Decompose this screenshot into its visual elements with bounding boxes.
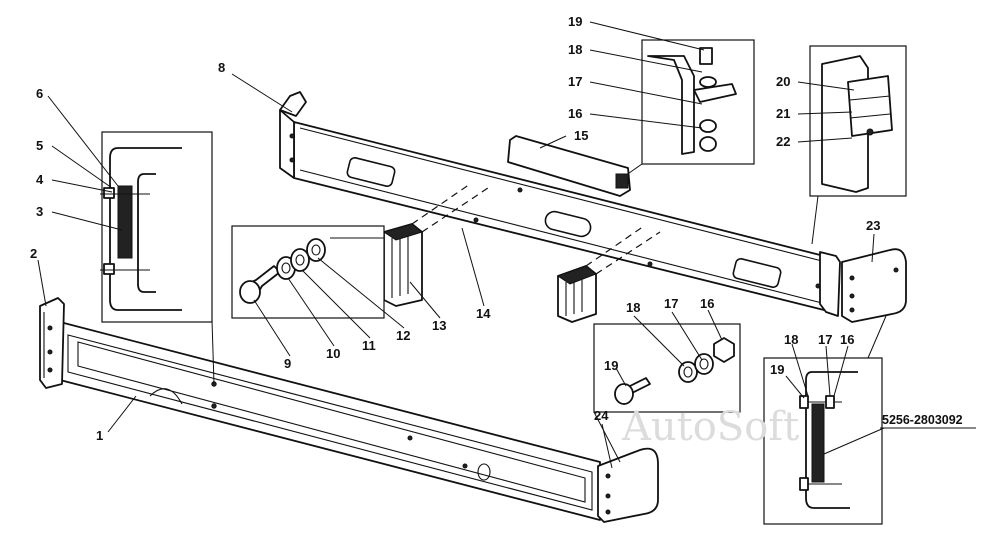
callout-18-right: 18 (784, 332, 798, 347)
leader-lines (37, 21, 976, 469)
inset-side-view-left (100, 131, 215, 385)
inset-fasteners-16-19 (593, 323, 741, 463)
callout-17: 17 (568, 74, 582, 89)
callout-5: 5 (36, 138, 43, 153)
watermark: AutoSoft (621, 404, 799, 450)
inset-bracket-20-22 (809, 45, 907, 245)
callout-17-mid: 17 (664, 296, 678, 311)
inset-top-bracket (621, 39, 755, 179)
callout-3: 3 (36, 204, 43, 219)
callout-6: 6 (36, 86, 43, 101)
part-13-rubber-pad (382, 223, 424, 307)
callout-13: 13 (432, 318, 446, 333)
callout-19: 19 (568, 14, 582, 29)
callout-16: 16 (568, 106, 582, 121)
callout-9: 9 (284, 356, 291, 371)
rubber-pad-right (556, 265, 597, 323)
part-8-rear-bumper-beam (279, 91, 841, 317)
part-24-right-corner (597, 447, 659, 523)
inset-side-view-right (763, 315, 887, 525)
callout-17-right: 17 (818, 332, 832, 347)
callout-8: 8 (218, 60, 225, 75)
callout-18: 18 (568, 42, 582, 57)
callout-19-right: 19 (770, 362, 784, 377)
part-1-front-bumper (47, 311, 601, 521)
callout-10: 10 (326, 346, 340, 361)
callout-4: 4 (36, 172, 44, 187)
callout-24: 24 (594, 408, 609, 423)
inset-fasteners-9-12 (231, 225, 385, 319)
part-code-label: 5256-2803092 (882, 413, 963, 427)
callout-18-mid: 18 (626, 300, 640, 315)
callout-22: 22 (776, 134, 790, 149)
callout-19-mid: 19 (604, 358, 618, 373)
part-15-mounting-plate (507, 135, 631, 197)
callout-12: 12 (396, 328, 410, 343)
callout-21: 21 (776, 106, 790, 121)
callout-15: 15 (574, 128, 588, 143)
callout-2: 2 (30, 246, 37, 261)
callout-20: 20 (776, 74, 790, 89)
callout-16-right: 16 (840, 332, 854, 347)
part-2-left-end-bracket (39, 297, 65, 389)
callout-11: 11 (362, 338, 376, 353)
callout-14: 14 (476, 306, 491, 321)
part-23-right-corner (841, 248, 907, 323)
callout-23: 23 (866, 218, 880, 233)
callout-labels: 1 2 3 4 5 6 8 9 10 11 12 13 14 15 16 17 … (30, 14, 963, 443)
callout-16-mid: 16 (700, 296, 714, 311)
callout-1: 1 (96, 428, 103, 443)
